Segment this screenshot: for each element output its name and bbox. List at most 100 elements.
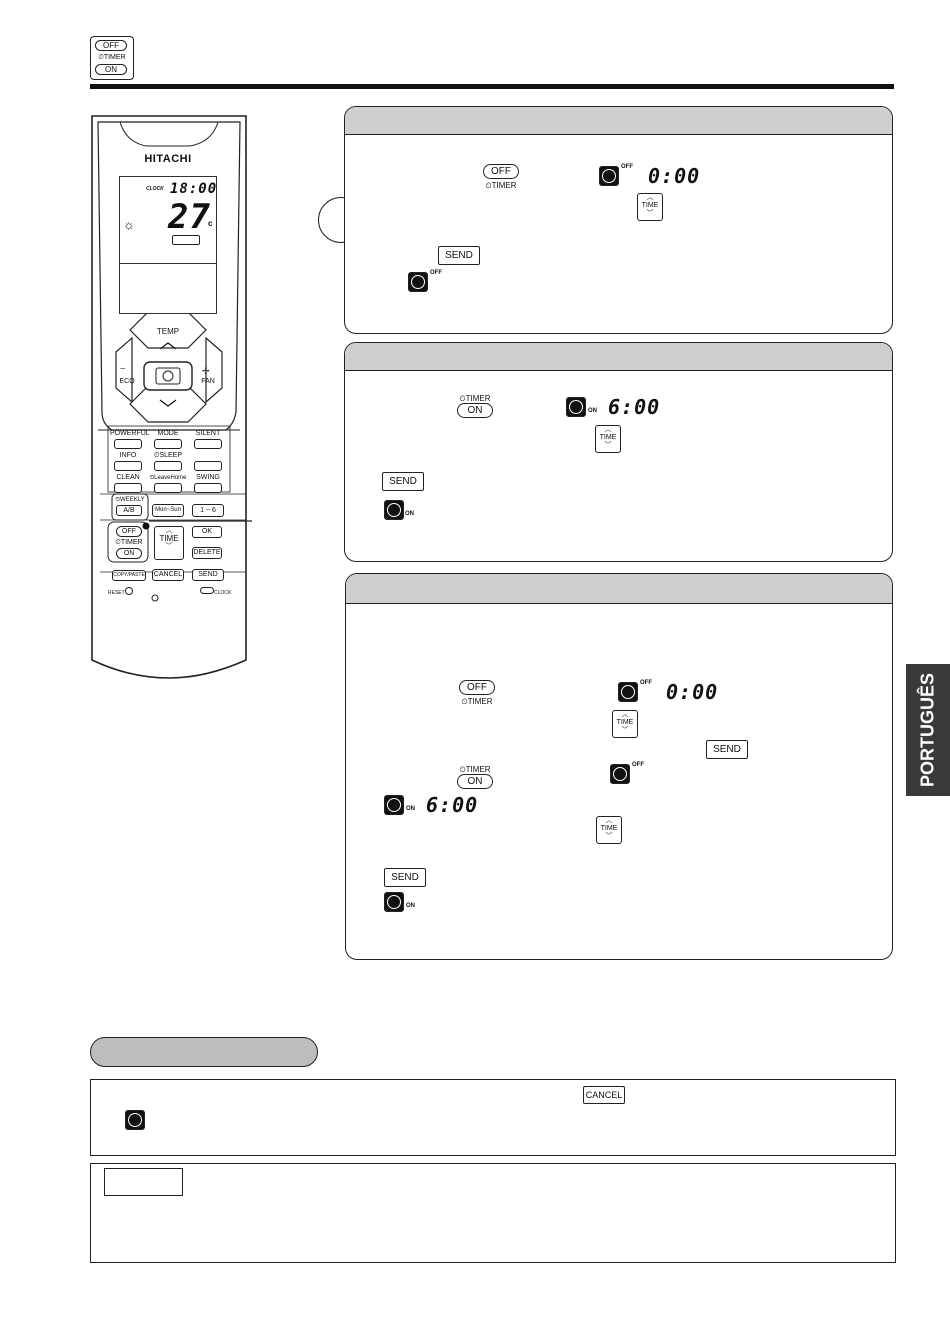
p3-clock-sup-4: ON (406, 903, 415, 909)
note-box (90, 1163, 896, 1263)
note-cancel-button[interactable]: CANCEL (583, 1086, 625, 1104)
leave-home-button[interactable] (154, 483, 182, 493)
p1-off-button[interactable]: OFF (483, 164, 519, 179)
p3-clock-sup: OFF (640, 680, 652, 686)
p2-clock-sup-2: ON (405, 511, 414, 517)
time-label: TIME (159, 534, 179, 543)
remote-off-button[interactable]: OFF (116, 526, 142, 537)
fan-speed-button[interactable] (194, 461, 222, 471)
language-tab: PORTUGUÊS (906, 664, 950, 796)
p2-time-down-icon: ﹀ (604, 442, 612, 449)
clock-label: CLOCK (214, 590, 232, 596)
remote-on-button[interactable]: ON (116, 548, 142, 559)
reset-label: RESET (108, 590, 125, 596)
cancel-button-remote[interactable]: CANCEL (152, 569, 184, 581)
temp-down-button[interactable] (158, 398, 178, 408)
p3-send-button[interactable]: SEND (706, 740, 748, 759)
lcd-clock-label: CLOCK (146, 186, 164, 192)
lcd-unit-icon (172, 235, 200, 245)
swing-button[interactable] (194, 483, 222, 493)
p2-send-button[interactable]: SEND (382, 472, 424, 491)
off-pill: OFF (95, 40, 127, 51)
remote-time-button[interactable]: ︿ TIME ﹀ (154, 526, 184, 560)
p3-off-button[interactable]: OFF (459, 680, 495, 695)
on-pill: ON (95, 64, 127, 75)
mon-sun-button[interactable]: Mon~Sun (152, 504, 184, 517)
brand-logo: HITACHI (144, 153, 192, 165)
p3-clock-sup-2: OFF (632, 762, 644, 768)
eco-leaf-icon: ⌔ (119, 366, 127, 375)
p3-timer-clock-icon-2 (610, 764, 630, 784)
panel-combined-timer-header (346, 574, 892, 604)
note-timer-clock-icon (125, 1110, 145, 1130)
clock-button[interactable] (200, 587, 214, 594)
sleep-label: ⏲SLEEP (153, 452, 183, 459)
p1-time-down-icon: ﹀ (646, 210, 654, 217)
p2-timer-label: ⏲TIMER (459, 394, 491, 403)
p2-timer-clock-icon-2 (384, 500, 404, 520)
p2-clock-sup: ON (588, 408, 597, 414)
fan-icon: ✢ (202, 366, 210, 376)
ok-button[interactable]: OK (192, 526, 222, 538)
p1-clock-sup: OFF (621, 164, 633, 170)
p2-time-up-icon: ︿ (604, 426, 612, 433)
p3-time-down-icon: ﹀ (621, 727, 629, 734)
panel-off-timer (344, 106, 893, 334)
p2-timer-clock-icon (566, 397, 586, 417)
eco-label: ECO (119, 378, 135, 385)
clean-label: CLEAN (116, 474, 140, 481)
p3-display-2: 6:00 (426, 793, 479, 817)
p3-time-down-icon-2: ﹀ (605, 833, 613, 840)
powerful-button[interactable] (114, 439, 142, 449)
p1-send-button[interactable]: SEND (438, 246, 480, 265)
lcd-divider (120, 263, 216, 264)
temp-up-button[interactable] (158, 338, 178, 348)
p2-time-button[interactable]: ︿ TIME ﹀ (595, 425, 621, 453)
weekly-label: ⏲WEEKLY (115, 497, 145, 503)
p2-display: 6:00 (608, 395, 661, 419)
clean-button[interactable] (114, 483, 142, 493)
p1-timer-clock-icon-2 (408, 272, 428, 292)
info-button[interactable] (114, 461, 142, 471)
p3-time-button-2[interactable]: ︿ TIME ﹀ (596, 816, 622, 844)
p1-timer-clock-icon (599, 166, 619, 186)
time-down-icon: ﹀ (165, 543, 173, 550)
panel-on-timer-header (345, 343, 892, 371)
header-rule (90, 84, 894, 89)
panel-off-timer-header (345, 107, 892, 135)
p1-time-label: TIME (641, 202, 659, 209)
p1-time-button[interactable]: ︿ TIME ﹀ (637, 193, 663, 221)
p3-timer-label-2: ⏲TIMER (459, 765, 491, 774)
fan-label: FAN (201, 378, 215, 385)
timer-label: ⏲TIMER (98, 54, 126, 61)
p3-time-up-icon: ︿ (621, 711, 629, 718)
p1-timer-label: ⏲TIMER (485, 181, 517, 190)
p3-time-button[interactable]: ︿ TIME ﹀ (612, 710, 638, 738)
p3-on-button[interactable]: ON (457, 774, 493, 789)
info-label: INFO (119, 452, 137, 459)
p3-timer-clock-icon (618, 682, 638, 702)
power-button[interactable] (150, 368, 186, 390)
p3-timer-clock-icon-3 (384, 795, 404, 815)
leave-home-label: ⏲LeaveHome (149, 475, 187, 481)
swing-label: SWING (196, 474, 220, 481)
p2-on-button[interactable]: ON (457, 403, 493, 418)
powerful-label: POWERFUL (110, 430, 150, 437)
note-label-box (104, 1168, 183, 1196)
p3-timer-clock-icon-4 (384, 892, 404, 912)
send-button-remote[interactable]: SEND (192, 569, 224, 581)
reset-button[interactable] (125, 587, 133, 595)
p3-send-button-2[interactable]: SEND (384, 868, 426, 887)
weekly-ab-button[interactable]: A/B (116, 505, 142, 516)
p1-display: 0:00 (648, 164, 701, 188)
heat-sun-icon: ☼ (123, 217, 135, 232)
silent-button[interactable] (194, 439, 222, 449)
copy-paste-button[interactable]: COPY/PASTE (112, 570, 146, 581)
p3-clock-sup-3: ON (406, 806, 415, 812)
mode-button[interactable] (154, 439, 182, 449)
sleep-button[interactable] (154, 461, 182, 471)
one-six-button[interactable]: 1 ~ 6 (192, 504, 224, 517)
cancel-info-box: CANCEL (90, 1079, 896, 1156)
lcd-temperature: 27 (168, 197, 211, 237)
delete-button[interactable]: DELETE (192, 547, 222, 559)
